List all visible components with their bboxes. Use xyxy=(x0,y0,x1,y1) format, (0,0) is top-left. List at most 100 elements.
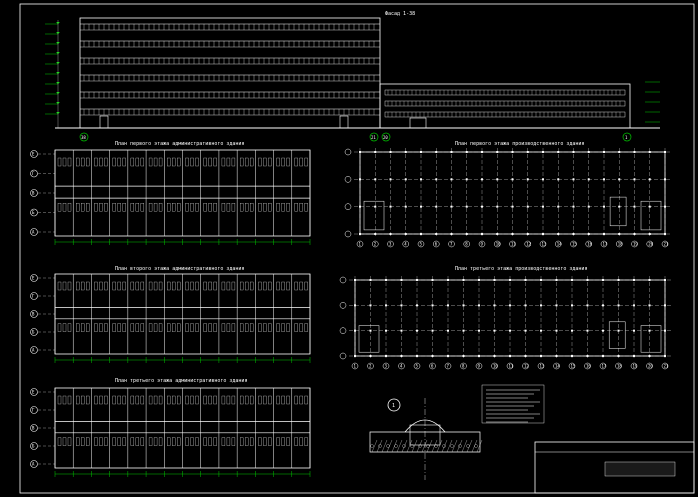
axis-number: 1 xyxy=(359,242,362,247)
facade-level-marks xyxy=(45,20,60,128)
desk xyxy=(177,157,181,167)
desk xyxy=(112,437,116,446)
desk xyxy=(94,395,98,405)
axis-label: А xyxy=(32,230,35,235)
facade-axis-bubble-4 xyxy=(622,132,632,142)
desk xyxy=(208,323,212,332)
desk xyxy=(195,437,199,446)
desk xyxy=(167,281,171,291)
gravel-dot xyxy=(418,444,422,448)
hatch-line xyxy=(371,439,378,453)
column xyxy=(404,205,407,208)
axis-bubble xyxy=(568,362,576,370)
desk xyxy=(263,395,267,405)
desk xyxy=(239,323,244,332)
column xyxy=(603,233,605,235)
column xyxy=(493,355,496,357)
desk xyxy=(239,157,244,167)
hatch-line xyxy=(421,439,428,453)
axis-number: 6 xyxy=(431,364,434,369)
axis-number: 2 xyxy=(374,242,377,247)
facade-axis-label-2: 21 xyxy=(371,135,376,140)
prod-window-band xyxy=(384,89,626,96)
desk xyxy=(81,203,85,212)
column xyxy=(540,355,542,357)
column xyxy=(389,205,392,208)
desk xyxy=(190,437,194,446)
desk xyxy=(286,157,290,167)
desk xyxy=(167,395,171,405)
desk xyxy=(135,395,140,405)
desk xyxy=(94,157,98,167)
column xyxy=(496,205,499,208)
column xyxy=(369,329,372,332)
axis-bubble xyxy=(478,240,486,248)
sheet-frame xyxy=(19,3,695,494)
desk xyxy=(153,395,158,405)
column xyxy=(493,329,496,332)
column xyxy=(496,151,499,153)
desk xyxy=(94,323,98,332)
desk xyxy=(195,323,199,332)
axis-bubble xyxy=(30,274,38,282)
axis-bubble xyxy=(372,240,379,248)
axis-bubble xyxy=(413,362,421,370)
axis-label: Б xyxy=(32,330,35,335)
desk xyxy=(172,437,176,446)
desk xyxy=(231,281,236,291)
desk xyxy=(130,157,135,167)
desk xyxy=(263,203,267,212)
column xyxy=(420,178,422,181)
axis-bubble xyxy=(616,240,623,248)
desk xyxy=(167,437,171,446)
desk xyxy=(190,395,194,405)
desk xyxy=(172,323,176,332)
desk xyxy=(268,157,272,167)
facade-axis-bubbles: 38 21 20 1 xyxy=(79,132,632,142)
axis-number: 3 xyxy=(389,242,392,247)
hatch-line xyxy=(476,439,483,453)
axis-number: 8 xyxy=(465,242,468,247)
axis-bubble xyxy=(522,362,529,370)
column xyxy=(374,205,377,208)
column xyxy=(617,279,620,281)
axis-bubble xyxy=(646,240,653,248)
column xyxy=(354,304,356,307)
detail-bubble xyxy=(387,398,401,412)
hatch-line xyxy=(451,439,458,453)
axis-label: Г xyxy=(32,294,35,299)
desk xyxy=(99,437,103,446)
axis-bubble xyxy=(387,240,394,248)
column xyxy=(400,304,403,307)
axis-number: 5 xyxy=(420,242,423,247)
desk xyxy=(67,157,72,167)
desk xyxy=(86,395,90,405)
column xyxy=(572,233,575,235)
gravel-dot xyxy=(442,444,446,448)
column xyxy=(571,329,573,332)
axis-number: 19 xyxy=(633,242,638,247)
desk xyxy=(294,157,298,167)
desk xyxy=(130,395,135,405)
desk xyxy=(140,203,145,212)
desk xyxy=(135,323,140,332)
axis-bubble xyxy=(30,310,38,318)
column xyxy=(400,279,403,281)
desk xyxy=(158,437,163,446)
column xyxy=(447,355,449,357)
gravel-dot xyxy=(434,444,438,448)
desk xyxy=(76,281,80,291)
column xyxy=(586,279,589,281)
desk xyxy=(294,203,298,212)
axis-label: А xyxy=(32,348,35,353)
column xyxy=(648,205,651,208)
axis-bubble xyxy=(30,208,38,217)
desk xyxy=(239,203,244,212)
desk xyxy=(268,281,272,291)
desk xyxy=(203,395,207,405)
desk xyxy=(249,437,254,446)
axis-bubble xyxy=(30,442,38,450)
desk xyxy=(122,157,126,167)
axis-bubble xyxy=(382,362,390,370)
admin-plan-1-rooms xyxy=(54,150,311,245)
